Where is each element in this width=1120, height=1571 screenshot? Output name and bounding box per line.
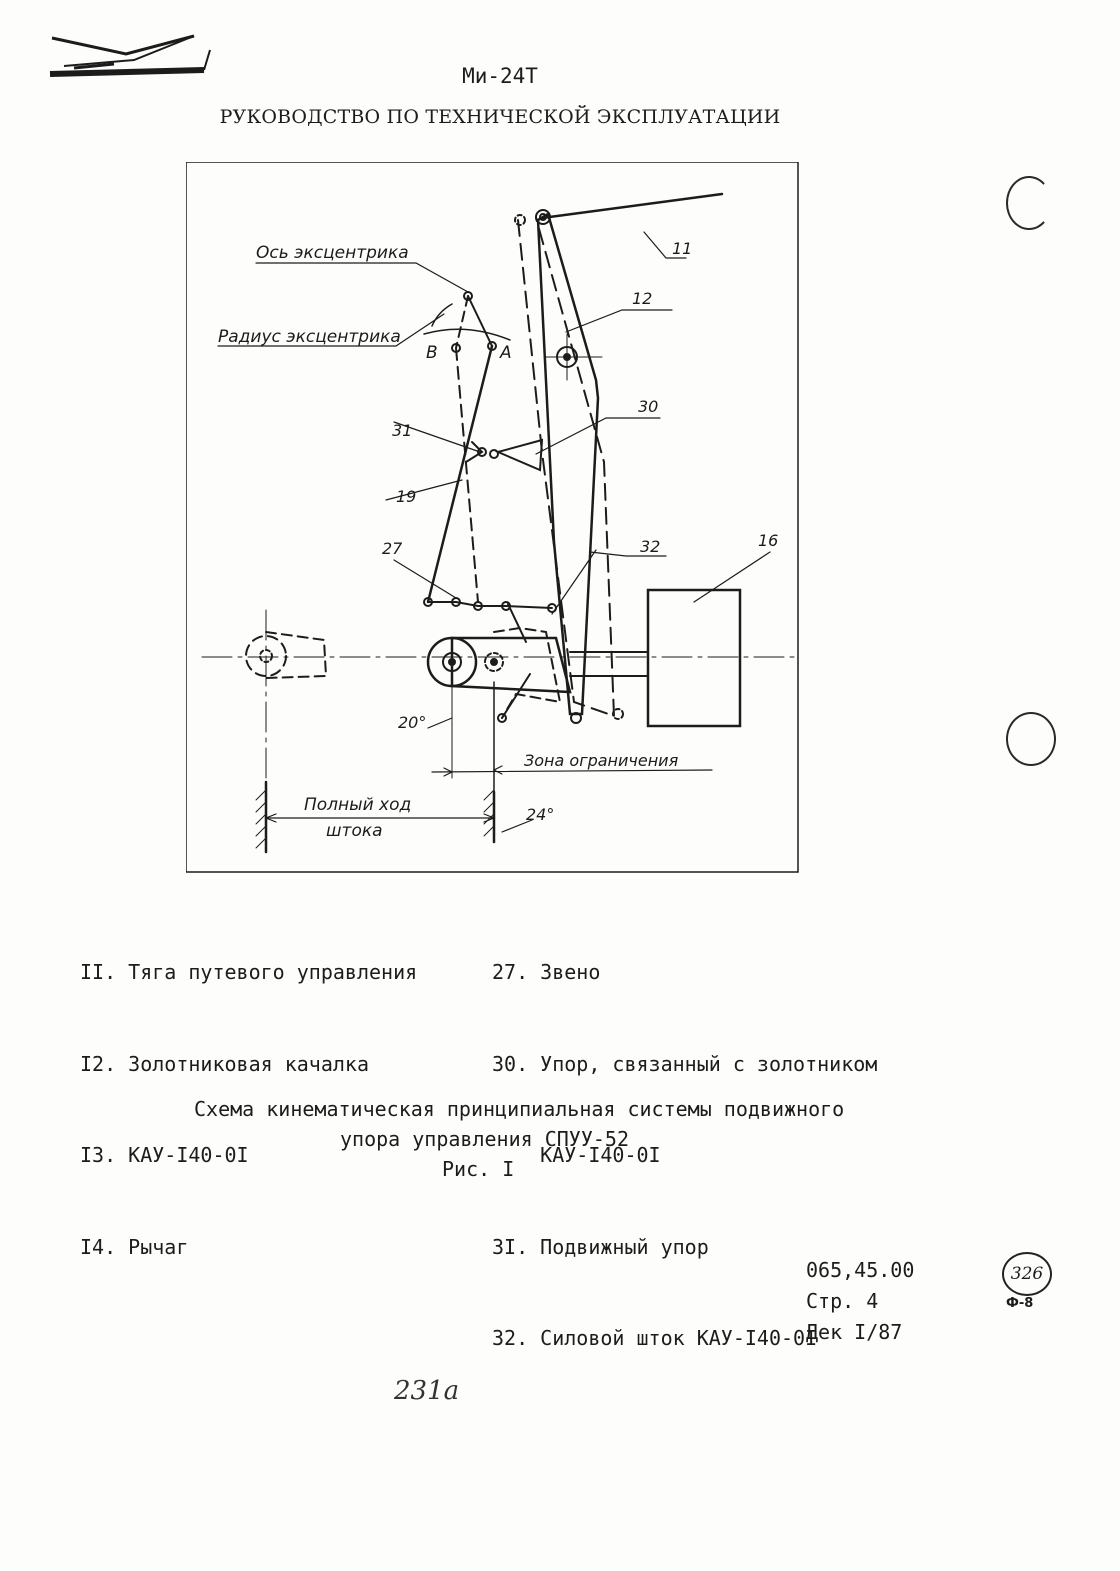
manufacturer-logo bbox=[49, 34, 211, 77]
callout-27: 27 bbox=[382, 539, 403, 558]
legend-item: I3. КАУ-I40-0I bbox=[80, 1143, 249, 1167]
legend-right: 27. Звено 30. Упор, связанный с золотник… bbox=[492, 896, 877, 1384]
legend-item: 30. Упор, связанный с золотником bbox=[492, 1051, 878, 1076]
caption-line-1: Схема кинематическая принципиальная сист… bbox=[194, 1097, 845, 1121]
legend-item: I4. Рычаг bbox=[80, 1234, 189, 1259]
doc-revision: Дек I/87 bbox=[806, 1320, 903, 1344]
link-27 bbox=[427, 601, 553, 609]
stop-31 bbox=[465, 441, 484, 463]
punch-hole-top bbox=[1006, 176, 1052, 230]
label-eccentric-axis: Ось эксцентрика bbox=[256, 243, 409, 263]
doc-code: 065,45.00 bbox=[806, 1258, 915, 1282]
form-stamp: Ф-8 bbox=[1006, 1296, 1034, 1311]
label-point-b: B bbox=[426, 343, 438, 363]
callout-30: 30 bbox=[638, 397, 658, 416]
legend-item: II. Тяга путевого управления bbox=[80, 960, 418, 984]
rocker-12-dashed bbox=[517, 217, 616, 718]
link-19 bbox=[426, 344, 494, 604]
punch-hole-bottom bbox=[1006, 712, 1056, 766]
legend-item: I2. Золотниковая качалка bbox=[80, 1051, 369, 1076]
caption-line-3: Рис. I bbox=[442, 1157, 515, 1181]
figure-caption: Схема кинематическая принципиальная сист… bbox=[190, 1094, 910, 1184]
document-info: 065,45.00 Стр. 4 Дек I/87 bbox=[806, 1255, 914, 1348]
page-number-stamp: 326 bbox=[1002, 1252, 1052, 1296]
callout-16: 16 bbox=[758, 531, 778, 550]
legend-item: КАУ-I40-0I bbox=[492, 1143, 661, 1167]
callout-31: 31 bbox=[392, 421, 412, 440]
caption-line-2: упора управления СПУУ-52 bbox=[340, 1127, 629, 1151]
legend-item: 3I. Подвижный упор bbox=[492, 1234, 709, 1259]
callout-32: 32 bbox=[640, 537, 660, 556]
callout-19: 19 bbox=[396, 487, 416, 506]
label-angle-24: 24° bbox=[526, 805, 554, 824]
label-point-a: A bbox=[499, 343, 512, 363]
document-subtitle: РУКОВОДСТВО ПО ТЕХНИЧЕСКОЙ ЭКСПЛУАТАЦИИ bbox=[219, 106, 781, 128]
actuator-body bbox=[450, 636, 572, 694]
label-full-stroke-2: штока bbox=[326, 821, 383, 841]
doc-page: Стр. 4 bbox=[806, 1289, 879, 1313]
document-model: Ми-24Т bbox=[462, 64, 538, 88]
label-angle-20: 20° bbox=[398, 713, 426, 732]
label-full-stroke-1: Полный ход bbox=[304, 795, 411, 815]
callout-12: 12 bbox=[632, 289, 652, 308]
stop-30 bbox=[494, 438, 544, 472]
kinematic-diagram: Ось эксцентрика Радиус эксцентрика B A 1… bbox=[186, 162, 799, 873]
legend-left: II. Тяга путевого управления I2. Золотни… bbox=[80, 896, 417, 1293]
handwritten-note: 231а bbox=[394, 1376, 460, 1406]
callout-11: 11 bbox=[672, 239, 692, 258]
label-limit-zone: Зона ограничения bbox=[524, 751, 679, 770]
legend-item: 27. Звено bbox=[492, 960, 601, 984]
legend-item: 32. Силовой шток КАУ-I40-0I bbox=[492, 1326, 818, 1350]
rod-11 bbox=[540, 192, 724, 220]
unit-16 bbox=[646, 588, 742, 728]
label-eccentric-radius: Радиус эксцентрика bbox=[218, 327, 401, 347]
diagram-frame bbox=[186, 162, 799, 873]
